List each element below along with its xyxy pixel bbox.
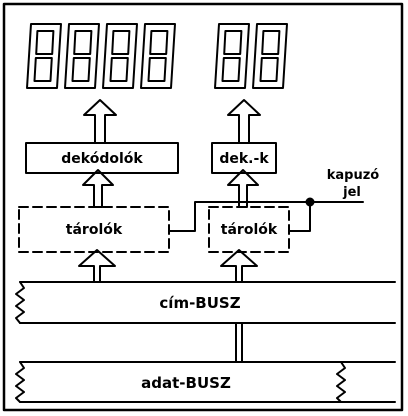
data-bus-break-left — [15, 361, 25, 403]
gate-signal-drop — [288, 201, 311, 232]
gate-signal-node — [305, 197, 315, 207]
arrow-decoder-to-display-right — [227, 99, 261, 144]
decoder-box-right — [211, 142, 277, 174]
data-bus-body — [19, 361, 396, 403]
arrow-latch-to-decoder-left — [82, 169, 114, 208]
decoder-label-right: dek.-k — [219, 151, 269, 167]
arrow-decoder-to-display-left — [83, 99, 117, 144]
arrow-bus-to-latch-left — [78, 249, 116, 283]
right-display-group — [214, 23, 288, 89]
arrow-latch-to-decoder-right — [227, 169, 259, 208]
data-bus-link — [235, 322, 243, 363]
address-bus-body — [19, 281, 396, 324]
gate-signal-label-line1: kapuzó — [327, 168, 380, 183]
seven-segment-digit-left-2 — [64, 23, 100, 89]
gate-signal-label-line2: jel — [342, 185, 361, 200]
arrow-bus-to-latch-right — [220, 249, 258, 283]
seven-segment-digit-left-4 — [140, 23, 176, 89]
seven-segment-digit-left-3 — [102, 23, 138, 89]
address-bus-break — [15, 281, 25, 324]
latch-label-right: tárolók — [221, 222, 278, 238]
data-bus-break-right — [336, 361, 346, 403]
latch-box-right — [208, 206, 290, 253]
data-bus-label: adat-BUSZ — [141, 374, 231, 392]
seven-segment-digit-right-2 — [252, 23, 288, 89]
outer-frame — [2, 2, 404, 412]
decoder-label-left: dekódolók — [61, 151, 143, 167]
latch-label-left: tárolók — [66, 222, 123, 238]
latch-link-line — [168, 201, 207, 232]
seven-segment-digit-left-1 — [26, 23, 62, 89]
seven-segment-digit-right-1 — [214, 23, 250, 89]
address-bus-label: cím-BUSZ — [159, 294, 240, 312]
left-display-group — [26, 23, 176, 89]
